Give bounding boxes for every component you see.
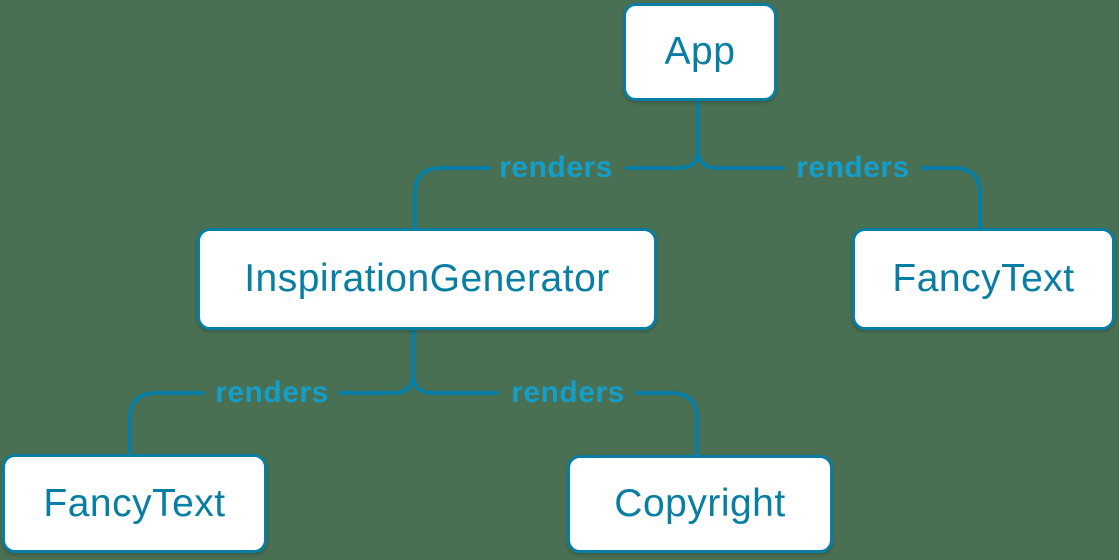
node-fancy-text-left-label: FancyText xyxy=(43,481,226,525)
node-inspiration-generator: InspirationGenerator xyxy=(197,228,657,330)
edge-inspirationgenerator-fancytext-stem xyxy=(338,328,415,395)
node-fancy-text-left: FancyText xyxy=(2,454,267,553)
node-copyright: Copyright xyxy=(567,455,833,553)
edge-inspirationgenerator-copyright-tail xyxy=(635,391,699,457)
edge-app-fancytext-stem xyxy=(696,99,785,170)
edge-label-renders-inspirationgenerator-copyright: renders xyxy=(511,376,625,409)
node-app-label: App xyxy=(664,30,736,73)
node-inspiration-generator-label: InspirationGenerator xyxy=(244,257,610,300)
edge-app-fancytext-tail xyxy=(920,166,982,230)
node-fancy-text-right-label: FancyText xyxy=(892,257,1075,300)
edge-label-renders-inspirationgenerator-fancytext: renders xyxy=(215,376,329,409)
edge-app-inspirationgenerator-tail xyxy=(413,166,491,230)
edge-app-inspirationgenerator-stem xyxy=(625,99,700,170)
node-copyright-label: Copyright xyxy=(614,482,786,525)
node-app: App xyxy=(623,3,777,101)
edge-inspirationgenerator-copyright-stem xyxy=(411,328,499,395)
edge-label-renders-app-fancytext: renders xyxy=(796,151,910,184)
edge-label-renders-app-inspirationgenerator: renders xyxy=(499,151,613,184)
node-fancy-text-right: FancyText xyxy=(852,228,1115,330)
edge-inspirationgenerator-fancytext-tail xyxy=(128,391,205,456)
